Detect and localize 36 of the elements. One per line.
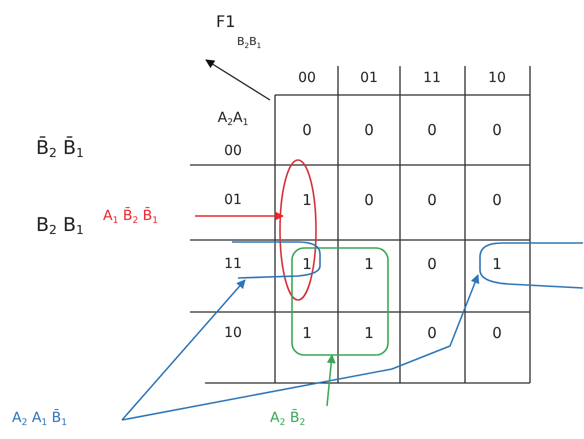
cell-value: 0 [427, 255, 437, 273]
cell-value: 0 [302, 121, 312, 139]
map-title: F1 [216, 12, 236, 32]
cell-value: 1 [364, 255, 374, 273]
cell-value: 0 [492, 121, 502, 139]
column-header: 10 [488, 70, 506, 86]
cell-value: 0 [427, 324, 437, 342]
term-note: B̄$_{2}$ B̄$_{1}$ [36, 136, 84, 160]
row-header: 10 [224, 324, 242, 342]
cell-value: 0 [492, 191, 502, 209]
cell-value: 1 [302, 324, 312, 342]
term-label: A$_{1}$ B̄$_{2}$ B̄$_{1}$ [103, 205, 195, 227]
cell-value: 0 [364, 121, 374, 139]
arrow [195, 212, 284, 220]
column-header: 00 [298, 70, 316, 86]
arrow [121, 279, 246, 420]
arrow [326, 354, 336, 406]
term-label: A$_{2}$ B̄$_{2}$ [270, 406, 330, 430]
cell-value: 1 [302, 191, 312, 209]
row-header: 00 [224, 142, 242, 160]
row-header: 11 [224, 256, 242, 272]
term-label: A$_{2}$ A$_{1}$ B̄$_{1}$ [12, 406, 124, 430]
row-header: 01 [224, 192, 242, 208]
cell-value: 0 [427, 121, 437, 139]
arrow [122, 274, 480, 421]
variable-label: B$_{2}$B$_{1}$ [237, 35, 262, 51]
cell-value: 1 [302, 255, 312, 273]
column-header: 01 [360, 70, 378, 86]
cell-value: 0 [427, 191, 437, 209]
variable-label: A$_{2}$A$_{1}$ [218, 110, 248, 128]
cell-value: 0 [364, 191, 374, 209]
column-header: 11 [423, 70, 441, 86]
cell-value: 1 [492, 255, 502, 273]
cell-value: 1 [364, 324, 374, 342]
cell-value: 0 [492, 324, 502, 342]
term-note: B$_{2}$ B$_{1}$ [36, 214, 84, 238]
